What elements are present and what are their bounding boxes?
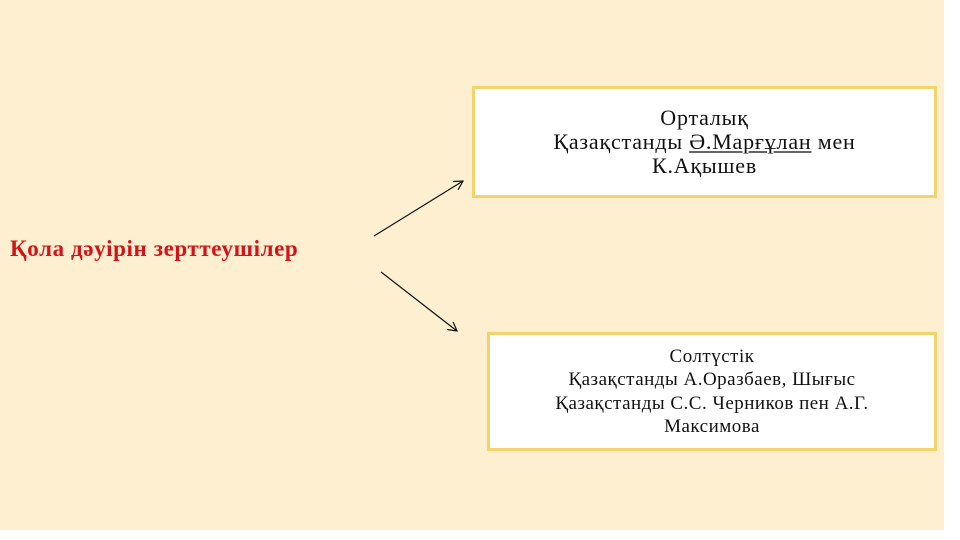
box-text: мен xyxy=(811,129,856,154)
central-kazakhstan-box: Орталық Қазақстанды Ә.Марғұлан мен К.Ақы… xyxy=(472,86,937,198)
slide-edge xyxy=(944,0,960,540)
box-text: Қазақстанды xyxy=(553,129,690,154)
arrow-to-central xyxy=(373,181,463,237)
box-line: Қазақстанды Ә.Марғұлан мен xyxy=(475,130,934,154)
slide: Қола дәуірін зерттеушілер Орталық Қазақс… xyxy=(10,0,944,530)
box-line: Максимова xyxy=(664,416,760,437)
slide-edge xyxy=(0,530,960,540)
north-kazakhstan-box: Солтүстік Қазақстанды А.Оразбаев, Шығыс … xyxy=(487,332,937,451)
underlined-name: Ә.Марғұлан xyxy=(689,129,812,154)
arrow-to-north xyxy=(380,271,457,331)
box-line: Қазақстанды С.С. Черников пен А.Г. xyxy=(555,392,869,414)
diagram-title: Қола дәуірін зерттеушілер xyxy=(10,236,299,261)
box-line: К.Ақышев xyxy=(651,153,758,178)
arrows xyxy=(373,0,944,530)
box-heading: Солтүстік xyxy=(669,345,755,367)
box-heading: Орталық xyxy=(660,105,749,130)
box-line: Қазақстанды А.Оразбаев, Шығыс xyxy=(568,369,856,390)
